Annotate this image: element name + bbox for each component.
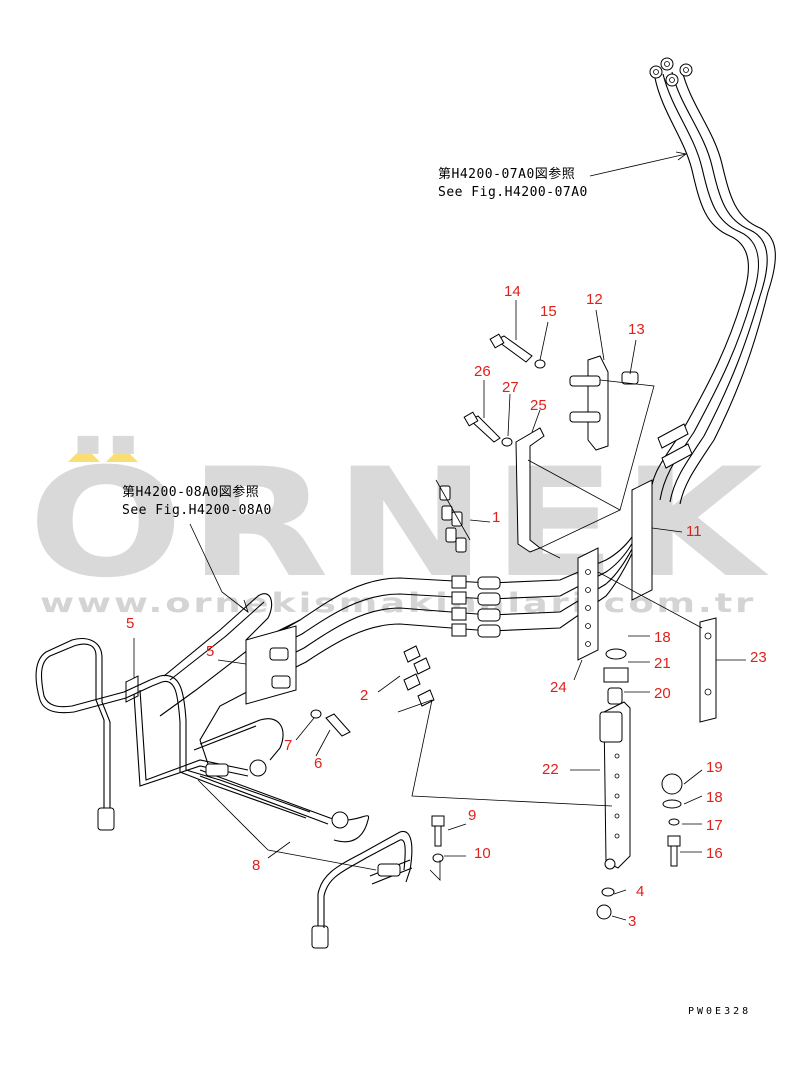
callout-2: 2 (360, 687, 368, 704)
callout-22: 22 (542, 761, 559, 778)
callout-20: 20 (654, 685, 671, 702)
bracket-11 (631, 479, 653, 601)
hose-clamp (657, 423, 689, 449)
washer-4 (601, 887, 615, 897)
plate-23 (699, 617, 717, 723)
washer-18-bottom (662, 799, 682, 809)
callout-11: 11 (686, 523, 702, 540)
washer-7 (310, 709, 322, 719)
watermark: ÖRNEK www.ornekismakinalari.com.tr (28, 435, 769, 619)
tube-clamp (377, 863, 401, 877)
tube-end-fitting (249, 759, 267, 777)
callout-21: 21 (654, 655, 671, 672)
left-tube-assembly (35, 593, 413, 949)
callout-24: 24 (550, 679, 567, 696)
callout-9: 9 (468, 807, 476, 824)
watermark-accent-mark (106, 446, 138, 462)
bolt-26 (463, 411, 501, 443)
vertical-support-22 (599, 701, 631, 870)
drawing-code: PW0E328 (688, 1006, 751, 1017)
watermark-accent-mark (68, 446, 100, 462)
reference-note-left-en: See Fig.H4200-08A0 (122, 503, 272, 518)
callout-18-bottom: 18 (706, 789, 723, 806)
reference-note-top-en: See Fig.H4200-07A0 (438, 185, 588, 200)
washer-10 (432, 853, 444, 863)
washer-27 (501, 437, 513, 447)
watermark-brand: ÖRNEK (28, 435, 769, 611)
callout-6: 6 (314, 755, 322, 772)
leader-lines (133, 151, 746, 921)
callout-numbers: 1 2 3 4 5 5 6 7 8 9 10 11 12 13 14 15 16… (126, 283, 767, 930)
block-clamp-24 (577, 547, 599, 661)
bracket-25 (515, 427, 545, 553)
bracket-5-center (245, 625, 297, 705)
washer-15 (534, 359, 546, 369)
reference-note-top: 第H4200-07A0図参照 See Fig.H4200-07A0 (438, 166, 588, 200)
fittings-1 (439, 485, 467, 553)
reference-note-left: 第H4200-08A0図参照 See Fig.H4200-08A0 (122, 484, 272, 518)
callout-19: 19 (706, 759, 723, 776)
tube-end-fitting (97, 807, 115, 831)
tube-end-fitting (311, 925, 329, 949)
upper-hose-bundle (649, 57, 776, 505)
callout-5-center: 5 (206, 643, 214, 660)
clamps-2 (403, 645, 435, 707)
callout-12: 12 (586, 291, 603, 308)
spacer-20 (607, 687, 623, 705)
hose-fitting (649, 57, 693, 87)
callout-7: 7 (284, 737, 292, 754)
fitting (269, 647, 289, 661)
bolt-6 (325, 713, 351, 737)
reference-note-top-jp: 第H4200-07A0図参照 (438, 166, 575, 182)
callout-17: 17 (706, 817, 723, 834)
callout-23: 23 (750, 649, 767, 666)
callout-13: 13 (628, 321, 645, 338)
bolt-9 (431, 815, 445, 847)
bolt-14 (489, 333, 533, 363)
nut-19 (661, 773, 683, 795)
callout-1: 1 (492, 509, 500, 526)
callout-16: 16 (706, 845, 723, 862)
washer-17 (668, 818, 680, 826)
callout-8: 8 (252, 857, 260, 874)
washer-18-top (605, 648, 627, 660)
nut-21 (603, 667, 629, 683)
bracket-12 (569, 355, 609, 451)
callout-15: 15 (540, 303, 557, 320)
tube-fittings (451, 575, 501, 638)
tube-end-fitting (331, 811, 349, 829)
callout-27: 27 (502, 379, 519, 396)
bolt-16 (667, 835, 681, 867)
bracket-5-left (125, 675, 139, 703)
callout-10: 10 (474, 845, 491, 862)
nut-3 (596, 904, 612, 920)
callout-4: 4 (636, 883, 644, 900)
hose-clamp (661, 443, 693, 469)
callout-18-top: 18 (654, 629, 671, 646)
tube-clamp (205, 763, 229, 777)
callout-3: 3 (628, 913, 636, 930)
watermark-site: www.ornekismakinalari.com.tr (40, 588, 756, 619)
fitting (271, 675, 291, 689)
callout-5-left: 5 (126, 615, 134, 632)
reference-note-left-jp: 第H4200-08A0図参照 (122, 484, 259, 500)
callout-25: 25 (530, 397, 547, 414)
callout-26: 26 (474, 363, 491, 380)
callout-14: 14 (504, 283, 521, 300)
